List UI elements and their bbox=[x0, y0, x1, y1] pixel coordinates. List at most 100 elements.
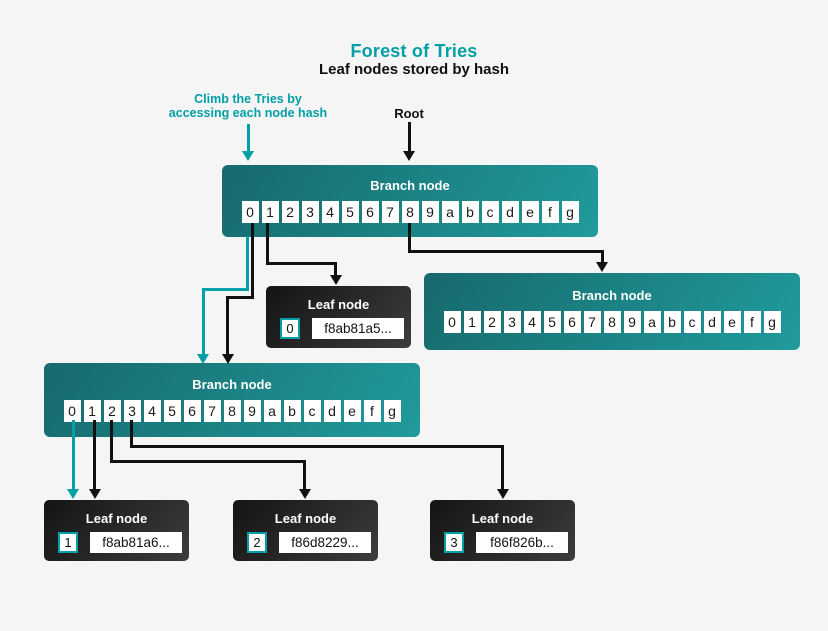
hex-cell-b: b bbox=[461, 201, 479, 223]
hex-cell-2: 2 bbox=[483, 311, 501, 333]
hex-cell-c: c bbox=[481, 201, 499, 223]
leaf-node-title: Leaf node bbox=[274, 511, 337, 526]
page-subtitle: Leaf nodes stored by hash bbox=[318, 61, 510, 78]
hex-cell-3: 3 bbox=[503, 311, 521, 333]
leaf-hash-value: f8ab81a6... bbox=[90, 532, 182, 553]
hex-cell-b: b bbox=[283, 400, 301, 422]
branch-node-title: Branch node bbox=[370, 178, 450, 193]
hex-cell-6: 6 bbox=[183, 400, 201, 422]
page-title: Forest of Tries bbox=[350, 41, 478, 61]
branch-node-title: Branch node bbox=[572, 288, 652, 303]
hex-cell-d: d bbox=[501, 201, 519, 223]
hex-cell-f: f bbox=[541, 201, 559, 223]
hex-cell-d: d bbox=[703, 311, 721, 333]
hex-cell-4: 4 bbox=[143, 400, 161, 422]
line-segment bbox=[245, 236, 249, 291]
hex-cell-a: a bbox=[441, 201, 459, 223]
line-segment bbox=[226, 296, 229, 355]
line-segment bbox=[600, 250, 604, 263]
line-segment bbox=[110, 460, 306, 463]
hex-cell-5: 5 bbox=[543, 311, 561, 333]
hex-cell-0: 0 bbox=[63, 400, 81, 422]
arrowhead-down-icon bbox=[596, 262, 608, 272]
hex-cell-4: 4 bbox=[321, 201, 339, 223]
arrowhead-down-icon bbox=[242, 151, 254, 161]
hex-cell-7: 7 bbox=[381, 201, 399, 223]
hex-cell-7: 7 bbox=[203, 400, 221, 422]
climb-annotation-line1: Climb the Tries by bbox=[194, 92, 302, 106]
leaf-node-0: Leaf node 0 f8ab81a5... bbox=[266, 286, 411, 348]
leaf-index-badge: 2 bbox=[247, 532, 267, 553]
hex-cell-e: e bbox=[521, 201, 539, 223]
line-segment bbox=[246, 124, 250, 152]
line-segment bbox=[334, 262, 337, 276]
line-segment bbox=[266, 262, 337, 265]
hex-cell-2: 2 bbox=[281, 201, 299, 223]
hex-cell-f: f bbox=[363, 400, 381, 422]
leaf-index-badge: 1 bbox=[58, 532, 78, 553]
leaf-node-1: Leaf node 1 f8ab81a6... bbox=[44, 500, 189, 561]
leaf-node-2: Leaf node 2 f86d8229... bbox=[233, 500, 378, 561]
hex-cell-f: f bbox=[743, 311, 761, 333]
arrowhead-down-icon bbox=[403, 151, 415, 161]
line-segment bbox=[501, 445, 504, 491]
root-annotation: Root bbox=[394, 106, 424, 121]
hex-cell-8: 8 bbox=[401, 201, 419, 223]
hex-cell-3: 3 bbox=[123, 400, 141, 422]
climb-annotation: Climb the Tries by accessing each node h… bbox=[133, 92, 363, 120]
arrowhead-down-icon bbox=[67, 489, 79, 499]
line-segment bbox=[303, 460, 306, 491]
hex-cell-1: 1 bbox=[83, 400, 101, 422]
line-segment bbox=[407, 122, 411, 152]
line-segment bbox=[226, 296, 254, 299]
hex-cell-c: c bbox=[683, 311, 701, 333]
hex-cell-2: 2 bbox=[103, 400, 121, 422]
hex-cell-e: e bbox=[723, 311, 741, 333]
arrowhead-down-icon bbox=[496, 489, 509, 499]
hex-cell-7: 7 bbox=[583, 311, 601, 333]
arrowhead-down-icon bbox=[329, 275, 342, 285]
hex-cell-a: a bbox=[643, 311, 661, 333]
arrowhead-down-icon bbox=[298, 489, 311, 499]
hex-cell-5: 5 bbox=[163, 400, 181, 422]
hex-cell-9: 9 bbox=[421, 201, 439, 223]
line-segment bbox=[201, 288, 205, 355]
hex-cell-g: g bbox=[763, 311, 781, 333]
hex-cell-1: 1 bbox=[261, 201, 279, 223]
leaf-index-badge: 3 bbox=[444, 532, 464, 553]
hex-cell-4: 4 bbox=[523, 311, 541, 333]
leaf-node-3: Leaf node 3 f86f826b... bbox=[430, 500, 575, 561]
hex-cell-c: c bbox=[303, 400, 321, 422]
hex-cell-a: a bbox=[263, 400, 281, 422]
hex-cell-6: 6 bbox=[563, 311, 581, 333]
hex-cell-5: 5 bbox=[341, 201, 359, 223]
climb-annotation-line2: accessing each node hash bbox=[168, 106, 328, 120]
leaf-hash-value: f8ab81a5... bbox=[312, 318, 404, 339]
leaf-node-title: Leaf node bbox=[471, 511, 534, 526]
hex-cell-e: e bbox=[343, 400, 361, 422]
hex-cell-6: 6 bbox=[361, 201, 379, 223]
hex-cell-9: 9 bbox=[623, 311, 641, 333]
line-segment bbox=[201, 288, 249, 291]
hex-cell-0: 0 bbox=[443, 311, 461, 333]
arrowhead-down-icon bbox=[88, 489, 101, 499]
leaf-hash-value: f86d8229... bbox=[279, 532, 371, 553]
leaf-hash-value: f86f826b... bbox=[476, 532, 568, 553]
hex-cell-1: 1 bbox=[463, 311, 481, 333]
leaf-node-title: Leaf node bbox=[85, 511, 148, 526]
hex-cell-g: g bbox=[561, 201, 579, 223]
hex-cell-d: d bbox=[323, 400, 341, 422]
hex-cell-3: 3 bbox=[301, 201, 319, 223]
leaf-index-badge: 0 bbox=[280, 318, 300, 339]
line-segment bbox=[130, 445, 504, 448]
branch-node-title: Branch node bbox=[192, 377, 272, 392]
hex-cell-0: 0 bbox=[241, 201, 259, 223]
hex-cell-b: b bbox=[663, 311, 681, 333]
